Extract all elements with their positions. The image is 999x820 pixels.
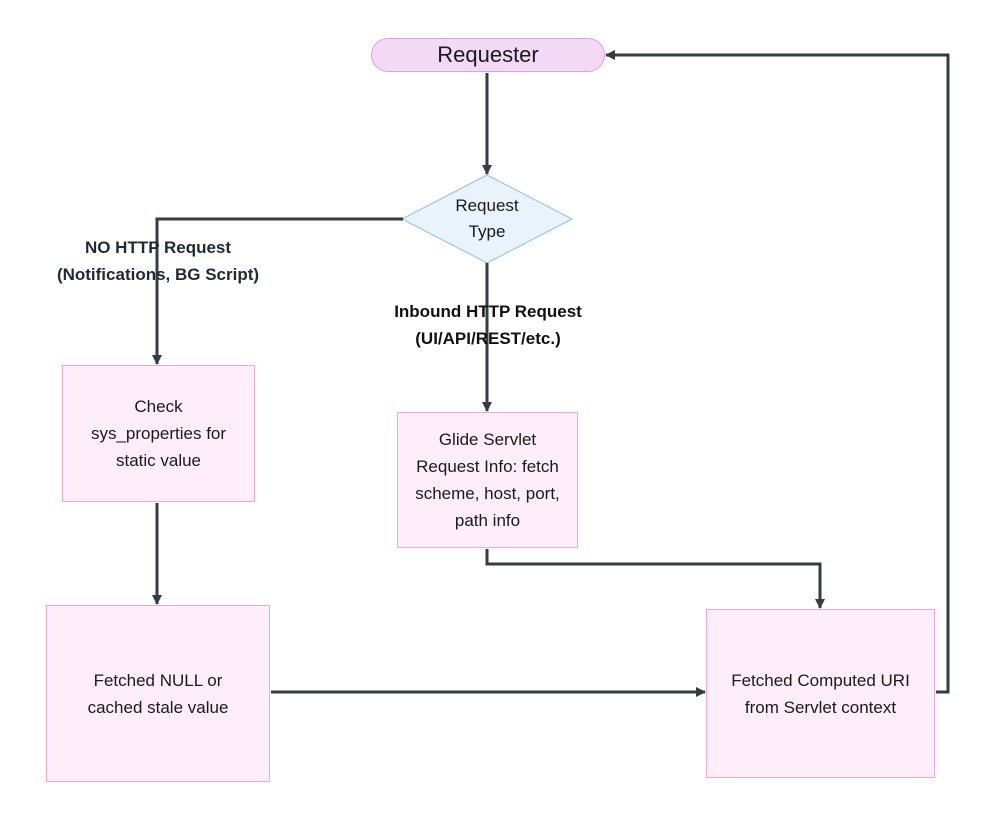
glide-servlet-request-info-node: Glide Servlet Request Info: fetch scheme… — [397, 412, 578, 548]
edge-fetched-uri-to-requester — [605, 50, 950, 694]
fetched-null-node: Fetched NULL or cached stale value — [46, 605, 270, 782]
no-http-request-label: NO HTTP Request (Notifications, BG Scrip… — [56, 238, 260, 284]
requester-node: Requester — [371, 38, 605, 72]
request-type-decision: Request Type — [455, 196, 519, 241]
fetched-computed-uri-node: Fetched Computed URI from Servlet contex… — [706, 609, 935, 778]
check-sys-properties-node: Check sys_properties for static value — [62, 365, 255, 502]
edge-request-type-to-check — [152, 217, 403, 365]
edge-glide-to-fetched-uri — [485, 549, 825, 609]
inbound-http-request-label: Inbound HTTP Request (UI/API/REST/etc.) — [394, 302, 582, 348]
